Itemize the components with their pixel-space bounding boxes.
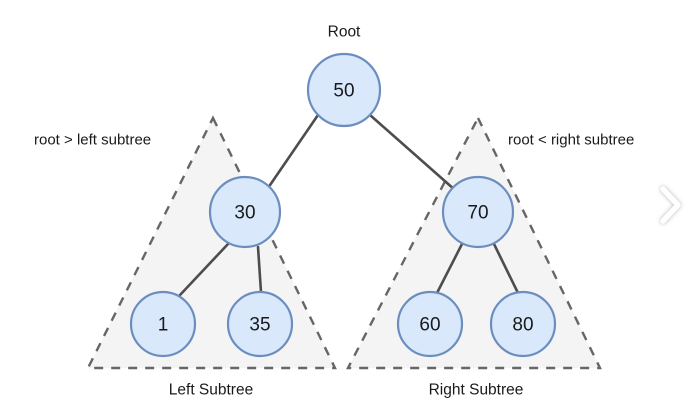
node-value: 80 xyxy=(512,315,533,336)
left-subtree-caption: Left Subtree xyxy=(169,382,253,399)
node-value: 1 xyxy=(158,315,169,336)
tree-node-leaf-60[interactable]: 60 xyxy=(396,290,464,358)
tree-node-leaf-1[interactable]: 1 xyxy=(129,290,197,358)
edge-70-to-80 xyxy=(492,242,520,295)
node-circle xyxy=(208,175,282,249)
left-subtree-triangle xyxy=(86,115,337,370)
tree-node-leaf-35[interactable]: 35 xyxy=(226,290,294,358)
node-value: 30 xyxy=(234,203,255,224)
tree-node-left-child[interactable]: 30 xyxy=(208,175,282,249)
edge-70-to-60 xyxy=(435,242,464,295)
node-circle xyxy=(306,52,382,128)
node-circle xyxy=(489,290,557,358)
edge-root-to-left xyxy=(266,113,320,190)
node-value: 70 xyxy=(467,203,488,224)
left-rule-annotation: root > left subtree xyxy=(34,132,151,149)
edge-root-to-right xyxy=(368,113,457,192)
node-value: 50 xyxy=(333,81,354,102)
node-circle xyxy=(226,290,294,358)
tree-node-right-child[interactable]: 70 xyxy=(441,175,515,249)
right-subtree-caption: Right Subtree xyxy=(429,382,524,399)
root-label: Root xyxy=(328,24,361,41)
chevron-right-glyph xyxy=(660,186,681,224)
node-circle xyxy=(129,290,197,358)
node-circle xyxy=(396,290,464,358)
tree-node-root[interactable]: 50 xyxy=(306,52,382,128)
tree-node-leaf-80[interactable]: 80 xyxy=(489,290,557,358)
node-value: 35 xyxy=(249,315,270,336)
right-rule-annotation: root < right subtree xyxy=(508,132,634,149)
edge-30-to-35 xyxy=(256,245,263,294)
chevron-right-icon[interactable] xyxy=(648,172,692,238)
node-value: 60 xyxy=(419,315,440,336)
edge-30-to-1 xyxy=(178,242,230,297)
node-circle xyxy=(441,175,515,249)
